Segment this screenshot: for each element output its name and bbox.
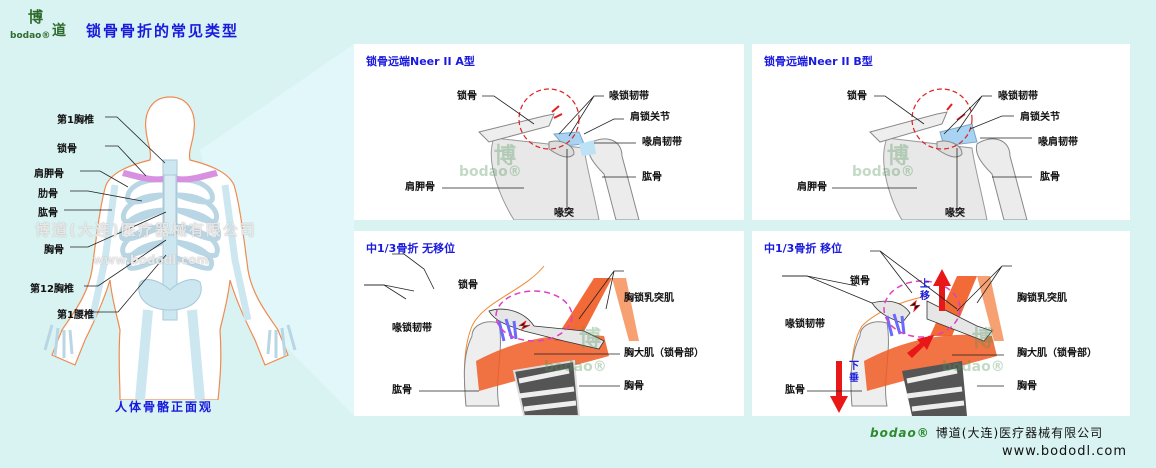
label-coracoclavicular-ligament: 喙锁韧带 <box>609 91 649 102</box>
skeleton-label-t1: 第1胸椎 <box>57 115 94 126</box>
label-upward-displacement: 上移 <box>920 279 930 302</box>
footer-url[interactable]: www.bododl.com <box>1002 444 1128 459</box>
panel-neer-2a: 锁骨远端Neer II A型 锁骨 喙锁韧带 肩锁关节 喙肩韧带 肩胛骨 肱骨 … <box>354 44 744 220</box>
label-ac-joint: 肩锁关节 <box>1020 112 1060 123</box>
watermark-word: bodao® <box>544 359 607 375</box>
watermark-word: bodao® <box>852 164 915 180</box>
skeleton-figure <box>0 80 350 400</box>
footer-brand-logo: bodao® <box>870 426 930 440</box>
label-humerus: 肱骨 <box>785 385 805 396</box>
label-clavicle: 锁骨 <box>847 91 867 102</box>
label-coracoacromial-ligament: 喙肩韧带 <box>1038 137 1078 148</box>
bodao-logo: 博 道 bodao® <box>8 6 68 41</box>
skeleton-caption: 人体骨骼正面观 <box>115 400 214 414</box>
panel-title: 中1/3骨折 移位 <box>764 242 843 255</box>
shoulder-muscle-illustration <box>364 253 639 416</box>
label-coracoacromial-ligament: 喙肩韧带 <box>642 137 682 148</box>
label-scm-muscle: 胸锁乳突肌 <box>624 293 674 304</box>
label-ac-joint: 肩锁关节 <box>630 112 670 123</box>
skeleton-label-humerus: 肱骨 <box>38 208 58 219</box>
panel-middle-third-nondisplaced: 中1/3骨折 无移位 锁骨 胸锁乳突肌 喙锁韧带 胸大肌（锁骨部） 肱骨 胸骨 … <box>354 231 744 416</box>
watermark-glyph: 博 <box>579 327 602 352</box>
watermark-glyph: 博 <box>494 144 517 169</box>
label-coracoclavicular-ligament: 喙锁韧带 <box>998 91 1038 102</box>
label-pectoralis-major: 胸大肌（锁骨部） <box>624 348 704 359</box>
skeleton-label-l1: 第1腰椎 <box>57 310 94 321</box>
watermark-glyph: 博 <box>887 144 910 169</box>
panel-title: 锁骨远端Neer II A型 <box>366 55 475 68</box>
label-coracoclavicular-ligament: 喙锁韧带 <box>785 319 825 330</box>
label-coracoclavicular-ligament: 喙锁韧带 <box>392 323 432 334</box>
logo-wordmark: bodao® <box>10 31 51 41</box>
page-title: 锁骨骨折的常见类型 <box>86 22 240 40</box>
skeleton-label-ribs: 肋骨 <box>38 189 58 200</box>
watermark-word: bodao® <box>942 359 1005 375</box>
skeleton-label-sternum: 胸骨 <box>44 245 64 256</box>
panel-middle-third-displaced: 中1/3骨折 移位 锁骨 胸锁乳突肌 喙锁韧带 <box>752 231 1130 416</box>
label-scapula: 肩胛骨 <box>797 182 827 193</box>
label-sternum: 胸骨 <box>624 381 644 392</box>
footer-company: bodao® 博道(大连)医疗器械有限公司 <box>870 424 1103 441</box>
label-sternum: 胸骨 <box>1017 381 1037 392</box>
logo-glyph-dao: 道 <box>52 23 66 39</box>
label-pectoralis-major: 胸大肌（锁骨部） <box>1017 348 1097 359</box>
label-clavicle: 锁骨 <box>850 276 870 287</box>
shoulder-muscle-illustration <box>782 250 1012 416</box>
label-scapula: 肩胛骨 <box>405 182 435 193</box>
watermark-word: bodao® <box>459 164 522 180</box>
label-downward-sag: 下垂 <box>849 361 859 384</box>
label-humerus: 肱骨 <box>642 172 662 183</box>
label-clavicle: 锁骨 <box>457 91 477 102</box>
watermark-company: 博道(大连)医疗器械有限公司 <box>35 221 257 239</box>
label-humerus: 肱骨 <box>1040 172 1060 183</box>
label-scm-muscle: 胸锁乳突肌 <box>1017 293 1067 304</box>
panel-neer-2b: 锁骨远端Neer II B型 锁骨 喙锁韧带 肩锁关节 喙肩韧带 肩胛骨 肱骨 … <box>752 44 1130 220</box>
watermark-glyph: 博 <box>972 327 995 352</box>
shoulder-illustration <box>442 88 640 220</box>
skeleton-label-clavicle: 锁骨 <box>57 144 77 155</box>
label-humerus: 肱骨 <box>392 385 412 396</box>
panel-title: 锁骨远端Neer II B型 <box>764 55 873 68</box>
label-coracoid: 喙突 <box>554 208 574 219</box>
label-coracoid: 喙突 <box>945 208 965 219</box>
skeleton-illustration <box>43 96 297 400</box>
footer-company-name: 博道(大连)医疗器械有限公司 <box>935 426 1104 440</box>
panel-title: 中1/3骨折 无移位 <box>366 242 456 255</box>
watermark-url: www.bododl.com <box>93 253 209 267</box>
skeleton-label-scapula: 肩胛骨 <box>34 169 64 180</box>
skeleton-label-t12: 第12胸椎 <box>30 284 74 295</box>
label-clavicle: 锁骨 <box>458 280 478 291</box>
logo-glyph-bo: 博 <box>28 8 44 26</box>
shoulder-illustration <box>832 88 1032 220</box>
